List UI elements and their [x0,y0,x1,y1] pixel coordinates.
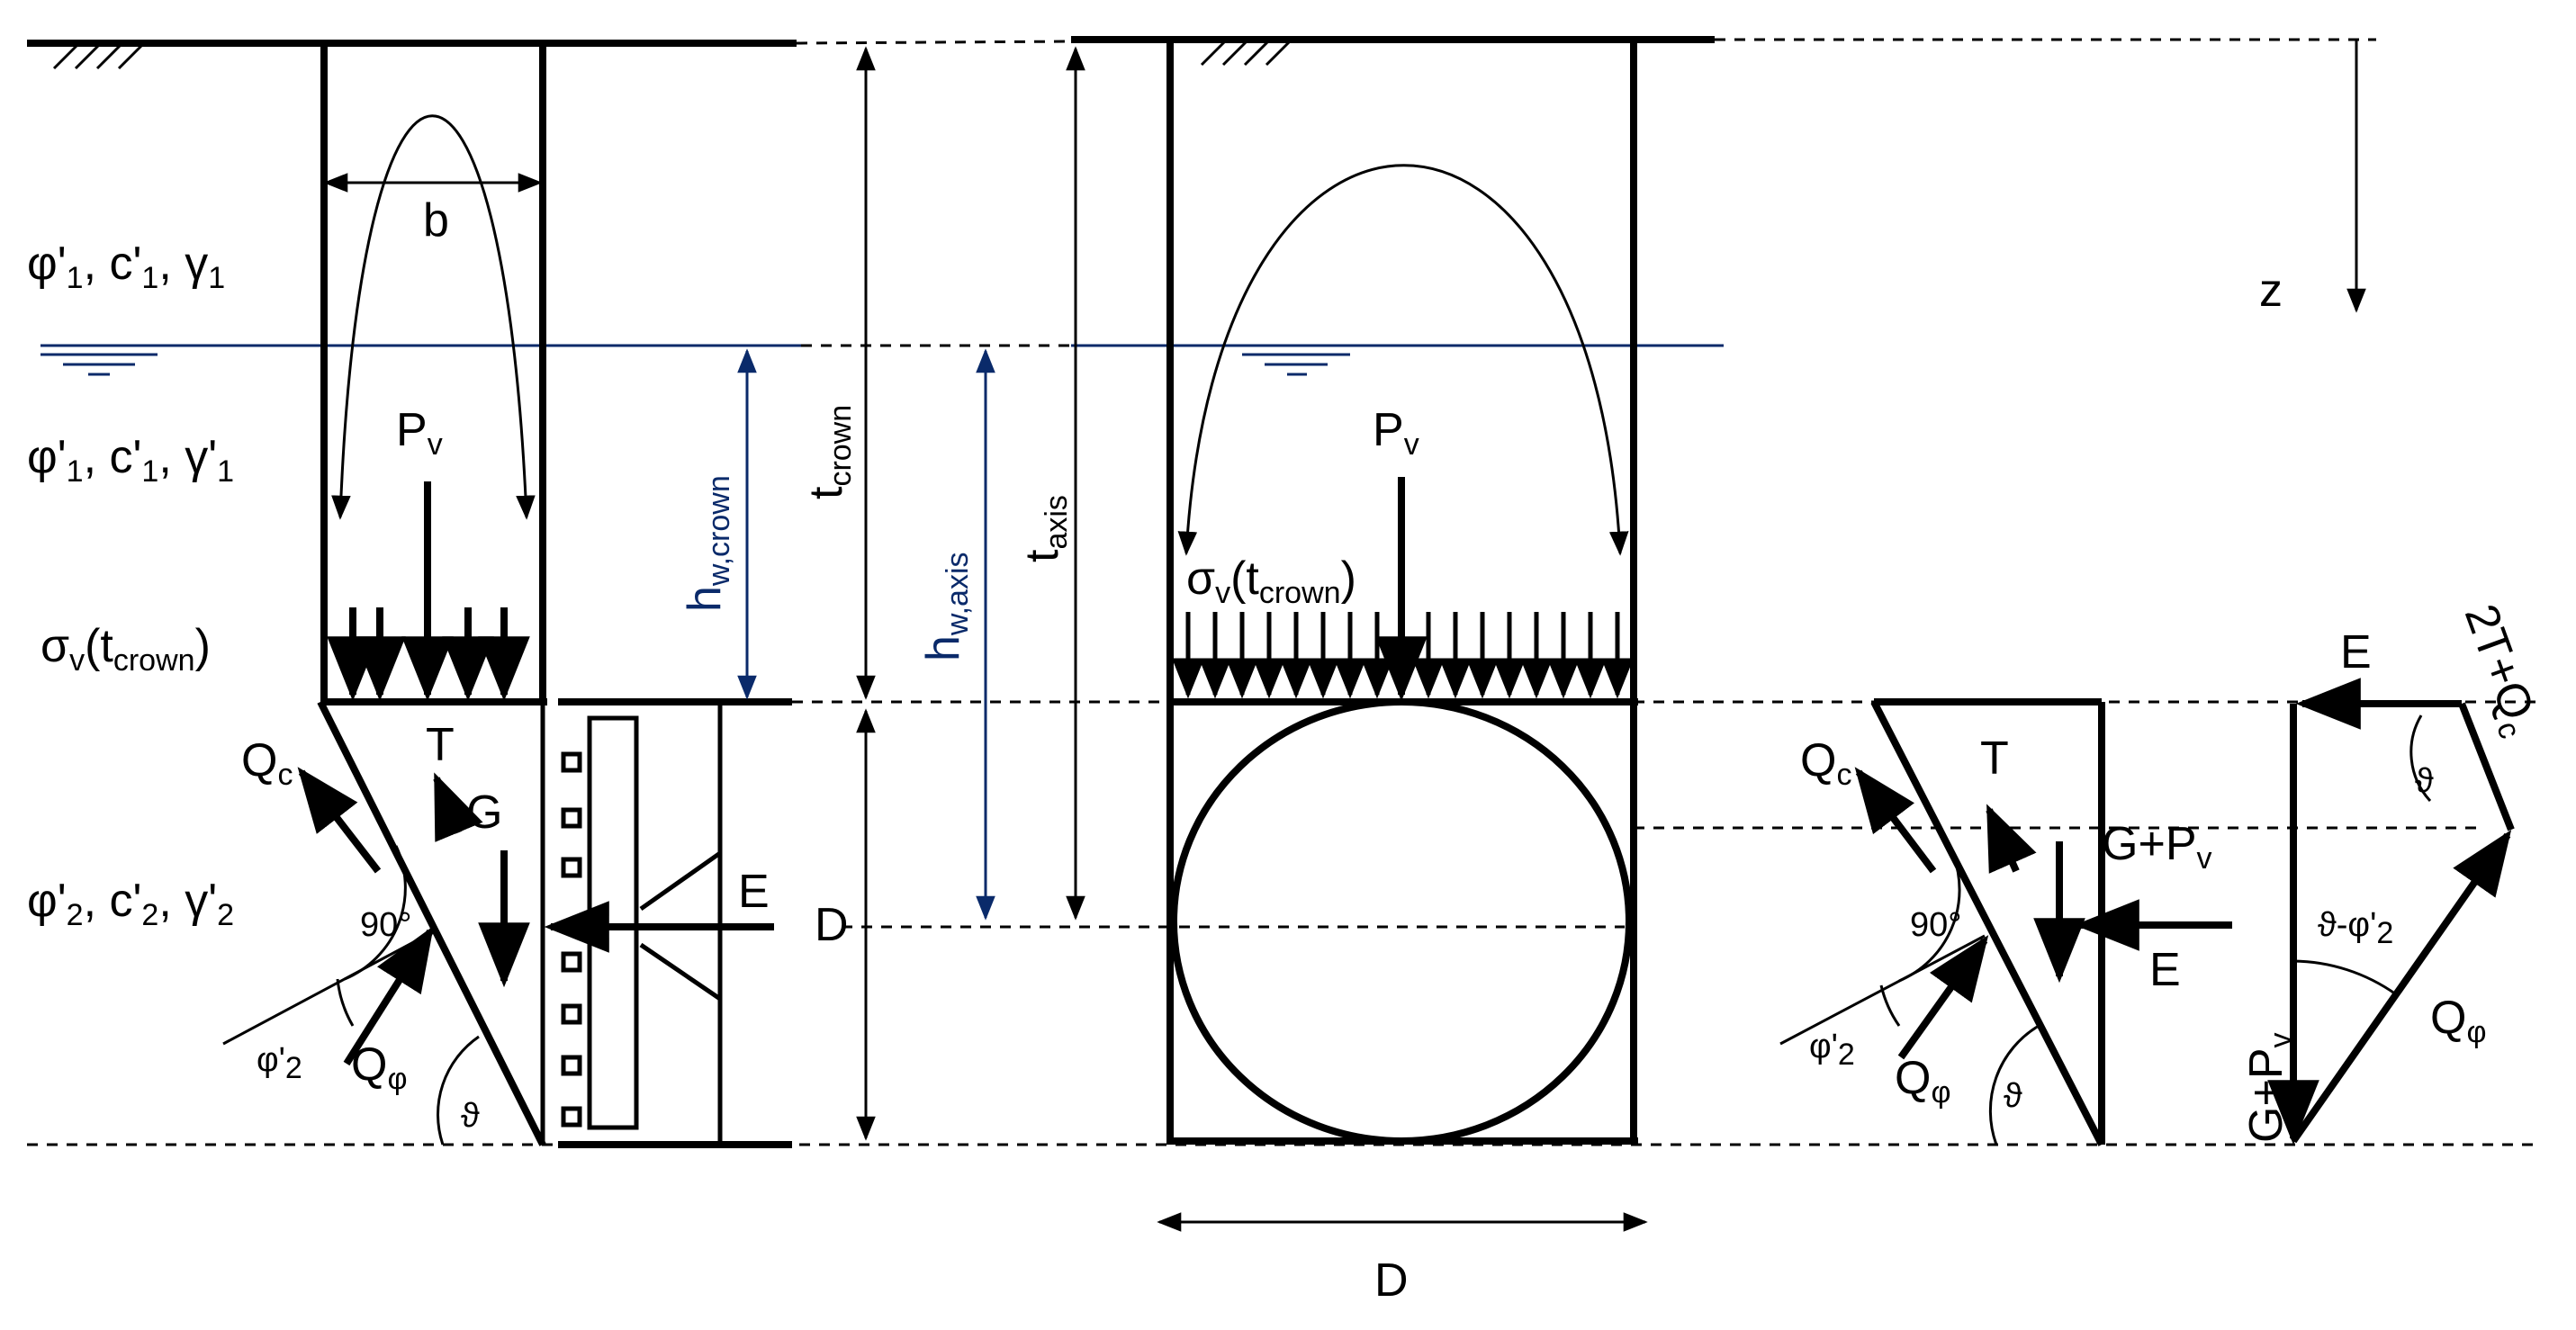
angle-90-left [344,845,407,981]
sigma-mid-label: σv(tcrown) [1186,553,1356,610]
deg90-right-label: 90° [1910,906,1961,944]
t-axis-label: taxis [1016,495,1074,562]
deg90-left-label: 90° [360,906,411,944]
theta-right-label: ϑ [2004,1077,2022,1115]
face-support-plates [561,751,582,1128]
b-label: b [423,194,449,247]
t-right-arrow [1986,804,2037,874]
angle-theta-poly [2409,714,2432,803]
gpv-right-label: G+Pv [2102,818,2212,876]
normal-line-left [222,930,435,1046]
theta-left-label: ϑ [461,1097,480,1135]
gpv-poly-label: G+Pv [2240,1033,2298,1144]
z-label: z [2259,265,2283,317]
angle-theta-right [1988,1024,2040,1146]
hw-crown-label: hw,crown [679,475,736,612]
qc-left-label: Qc [241,734,293,792]
angle-theta-left [437,1035,480,1146]
theta-poly-label: ϑ [2415,762,2434,800]
surface-dash-mid [796,40,1072,45]
2t-qc-label: 2T+Qc [2449,598,2549,742]
sigma-left-label: σv(tcrown) [41,620,211,678]
ground-surface-left [27,40,797,70]
d-vertical-label: D [815,899,849,951]
ground-surface-right [1071,36,1715,67]
qphi-right-arrow [1897,935,1989,1060]
t-crown-label: tcrown [800,405,858,499]
t-right-label: T [1980,732,2009,785]
sigma-left-arrows [327,607,530,702]
phi2-right-label: φ'2 [1809,1028,1855,1072]
theta-minus-phi-label: ϑ-φ'2 [2318,906,2393,950]
pv-left-label: Pv [396,404,443,462]
sigma-mid-arrows [1172,612,1634,699]
t-left-arrow [433,772,483,842]
qphi-right-label: Qφ [1895,1052,1951,1110]
qc-right-label: Qc [1800,734,1851,792]
angle-90-right [1898,854,1961,983]
tunnel-cross-section [1170,698,1633,1145]
qphi-left-label: Qφ [351,1038,408,1096]
soil-layer1-water-label: φ'1, c'1, γ'1 [27,431,234,489]
left-arching-arc [331,114,536,520]
g-left-label: G [466,786,502,839]
e-left-label: E [738,866,770,918]
pv-mid-label: Pv [1373,404,1419,462]
qphi-left-arrow [343,925,434,1066]
angle-theta-minus-phi [2292,959,2397,996]
phi2-left-label: φ'2 [257,1041,302,1085]
qc-right-arrow [1854,767,1937,874]
left-silo [320,43,547,705]
soil-layer2-label: φ'2, c'2, γ'2 [27,875,234,932]
t-left-label: T [426,719,455,771]
hw-axis-label: hw,axis [917,552,975,661]
force-polygon [2267,678,2515,1146]
d-horizontal-label: D [1374,1254,1409,1307]
soil-layer1-label: φ'1, c'1, γ1 [27,238,225,295]
middle-arching-arc [1177,164,1629,556]
e-right-label: E [2149,944,2181,996]
qc-left-arrow [297,767,382,874]
e-poly-label: E [2340,626,2372,678]
water-table [41,344,1724,376]
angle-phi-right [1879,984,1901,1027]
angle-phi-left [336,978,355,1027]
qphi-poly-label: Qφ [2430,992,2487,1049]
